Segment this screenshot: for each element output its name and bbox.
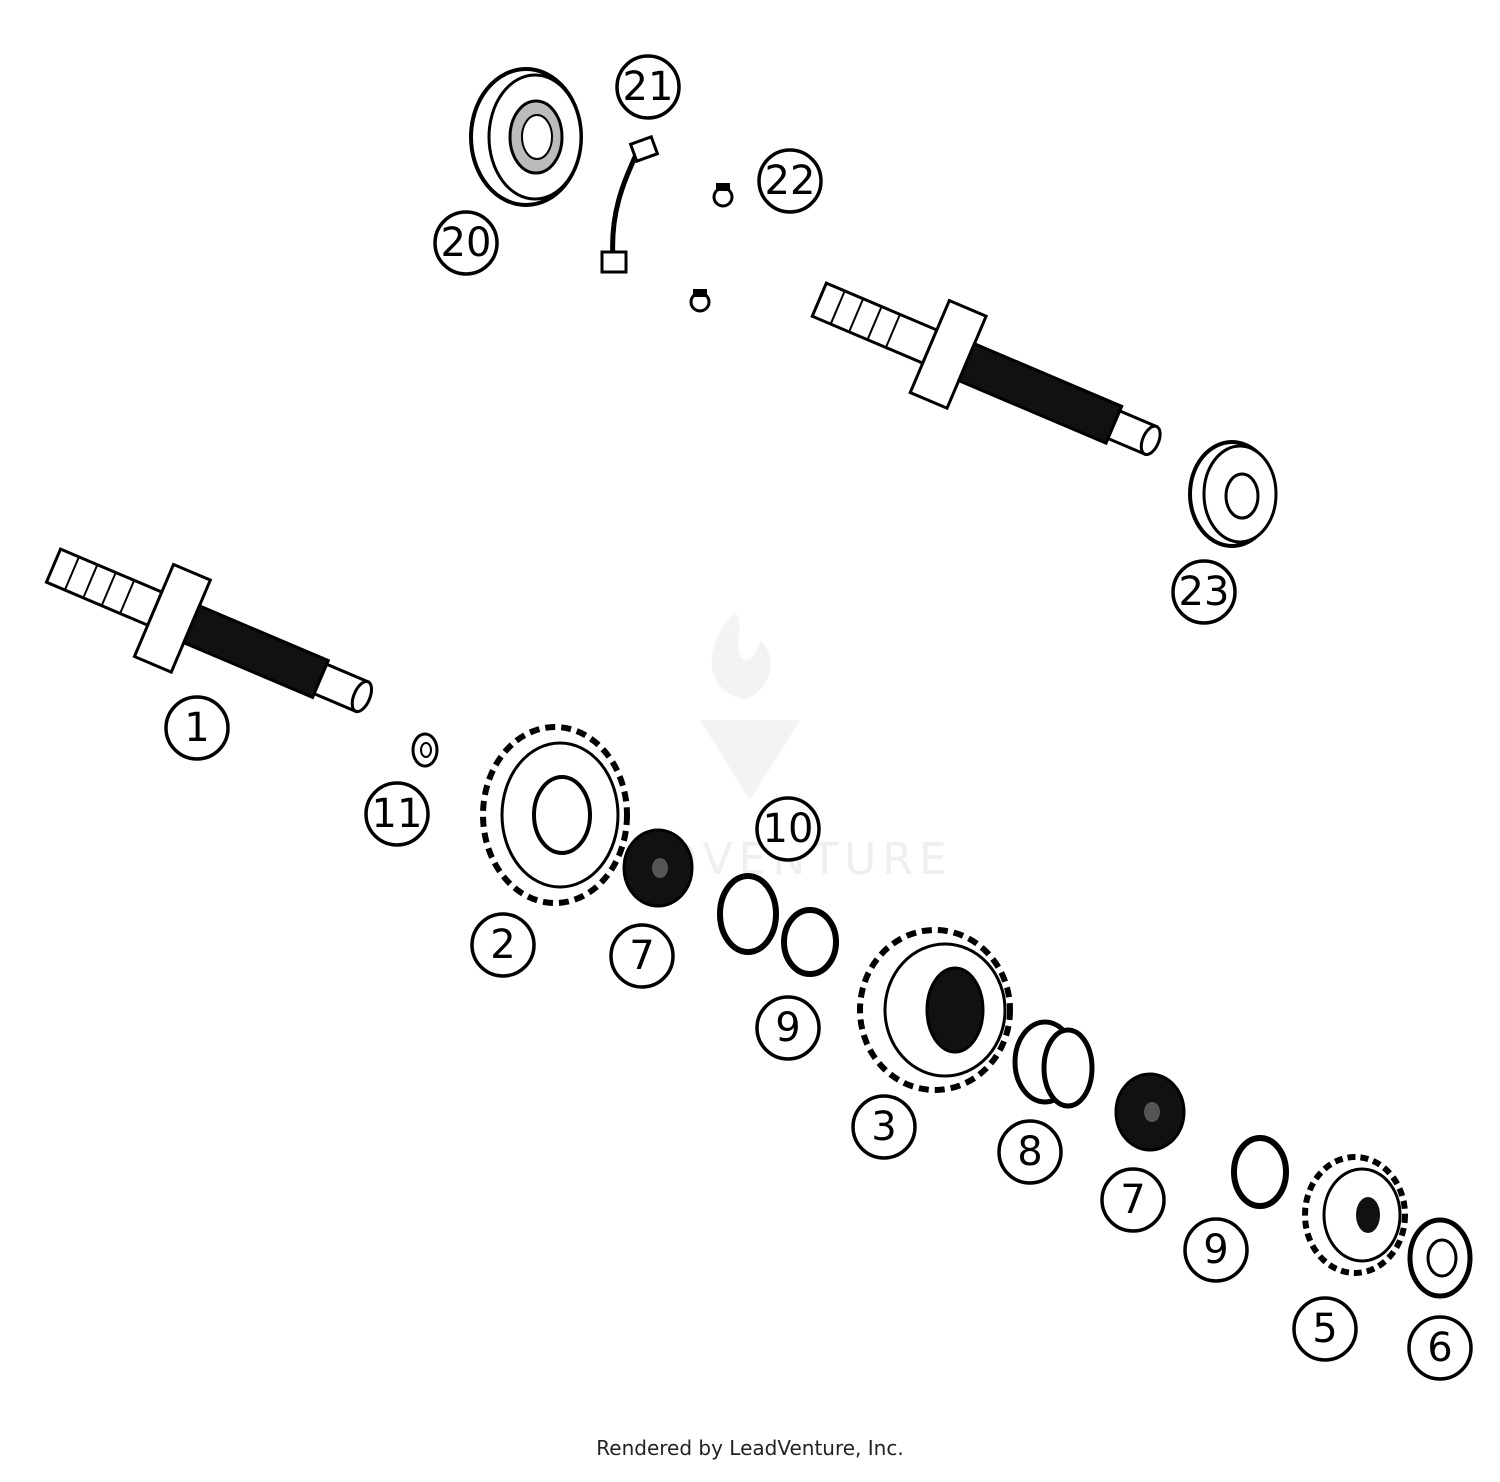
svg-text:9: 9	[775, 1005, 800, 1051]
callout-7a: 7	[609, 923, 675, 989]
screws-22	[689, 183, 734, 313]
svg-text:10: 10	[763, 806, 814, 852]
svg-text:8: 8	[1017, 1129, 1042, 1175]
bushing-8	[1012, 1019, 1095, 1109]
needle-bearing-7b	[1114, 1072, 1186, 1152]
countershaft	[810, 281, 1162, 457]
part-11	[411, 732, 439, 768]
callout-9a: 9	[755, 995, 821, 1061]
bracket-21	[600, 134, 660, 274]
callout-7b: 7	[1100, 1167, 1166, 1233]
svg-text:2: 2	[490, 922, 515, 968]
callout-1: 1	[164, 695, 230, 761]
render-credit: Rendered by LeadVenture, Inc.	[596, 1436, 904, 1460]
ring-9b	[1231, 1135, 1289, 1209]
svg-text:23: 23	[1179, 569, 1230, 615]
callout-5: 5	[1292, 1296, 1358, 1362]
svg-text:6: 6	[1427, 1325, 1452, 1371]
svg-text:3: 3	[871, 1104, 896, 1150]
svg-text:21: 21	[623, 64, 674, 110]
svg-text:9: 9	[1203, 1227, 1228, 1273]
ring-9a	[781, 907, 839, 977]
svg-text:20: 20	[441, 220, 492, 266]
callout-20: 20	[433, 210, 499, 276]
ring-10	[717, 873, 779, 955]
callout-10: 10	[755, 796, 821, 862]
svg-text:22: 22	[765, 158, 816, 204]
bearing-23	[1188, 440, 1278, 548]
callout-21: 21	[615, 54, 681, 120]
callout-9b: 9	[1183, 1217, 1249, 1283]
svg-text:1: 1	[184, 705, 209, 751]
callout-2: 2	[470, 912, 536, 978]
svg-text:5: 5	[1312, 1306, 1337, 1352]
svg-text:7: 7	[629, 933, 654, 979]
gear-5	[1302, 1154, 1408, 1276]
callout-3: 3	[851, 1094, 917, 1160]
washer-6	[1407, 1217, 1473, 1299]
svg-text:7: 7	[1120, 1177, 1145, 1223]
gear-3	[857, 927, 1013, 1093]
mainshaft-1	[44, 547, 374, 714]
callout-8: 8	[997, 1119, 1063, 1185]
bearing-20	[469, 67, 583, 207]
svg-text:11: 11	[372, 791, 423, 837]
callout-11: 11	[364, 781, 430, 847]
gear-2	[480, 724, 630, 906]
callout-23: 23	[1171, 559, 1237, 625]
needle-bearing-7a	[622, 828, 694, 908]
callout-22: 22	[757, 148, 823, 214]
callout-6: 6	[1407, 1315, 1473, 1381]
